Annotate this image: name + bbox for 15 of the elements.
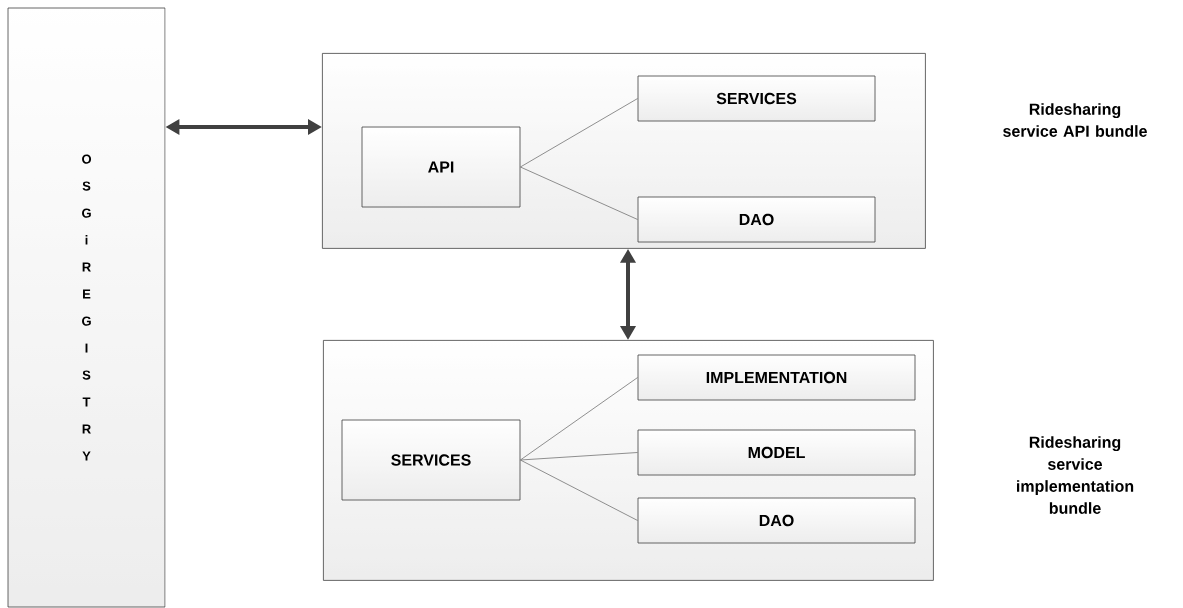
connector-line [520,166,638,220]
component-box: SERVICES [341,419,521,501]
component-box: API [361,126,521,208]
bundle-label: Ridesharing service API bundle [1003,103,1147,137]
component-box: DAO [637,196,876,243]
registry-box: OSGi REGISTRY [7,7,166,608]
connector-line [520,98,638,168]
component-box: DAO [637,497,916,544]
connector-line [520,377,638,461]
component-box: MODEL [637,429,916,476]
connector-line [520,452,638,461]
component-box: IMPLEMENTATION [637,354,916,401]
component-box: SERVICES [637,75,876,122]
connector-line [520,459,638,521]
bundle-label: Ridesharing service implementation bundle [1017,436,1134,514]
